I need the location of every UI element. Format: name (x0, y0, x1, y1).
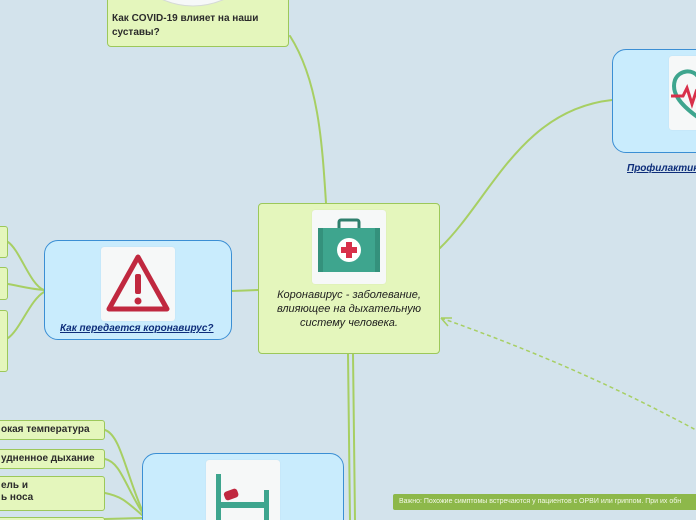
central-icon-card (312, 210, 386, 284)
connector-symptoms-leaf-1 (104, 429, 143, 511)
connector-central-top (289, 35, 327, 204)
symptoms-icon-card (206, 460, 280, 520)
transmission-topic-node[interactable] (44, 240, 232, 340)
symptom-leaf-2[interactable]: удненное дыхание (0, 449, 105, 469)
symptom-leaf-1[interactable]: окая температура (0, 420, 105, 440)
dashed-relation-arrow (440, 317, 452, 327)
prevention-topic-link[interactable]: Профилактика (627, 163, 696, 174)
transmission-leaf-3[interactable] (0, 310, 8, 372)
partial-image-icon (162, 0, 224, 7)
top-topic-node[interactable] (107, 0, 289, 47)
connector-central-down-1 (347, 353, 351, 520)
transmission-icon-card (101, 247, 175, 321)
connector-central-down-2 (352, 353, 356, 520)
symptom-leaf-3[interactable]: ель и ь носа (0, 476, 105, 511)
connector-central-transmission (231, 289, 259, 292)
transmission-leaf-1[interactable] (0, 226, 8, 258)
heart-pulse-icon (671, 69, 696, 119)
warning-triangle-icon (106, 254, 170, 312)
central-topic-text: Коронавирус - заболевание, влияющее на д… (276, 289, 422, 329)
connector-transmission-leaf-2 (7, 283, 45, 291)
transmission-topic-link[interactable]: Как передается коронавирус? (60, 323, 214, 334)
connector-symptoms-leaf-4 (104, 517, 143, 520)
connector-symptoms-leaf-2 (104, 458, 143, 513)
prevention-topic-node[interactable] (612, 49, 696, 153)
first-aid-kit-icon (318, 218, 380, 272)
connector-central-prevention (439, 99, 613, 249)
dashed-relation-line (440, 317, 696, 431)
top-topic-text: Как COVID-19 влияет на наши суставы? (112, 13, 259, 38)
connector-transmission-leaf-3 (7, 291, 45, 339)
transmission-leaf-2[interactable] (0, 267, 8, 300)
note-bar[interactable]: Важно: Похожие симптомы встречаются у па… (393, 494, 696, 510)
prevention-icon-card (669, 56, 696, 130)
hospital-bed-icon (216, 474, 269, 520)
connector-symptoms-leaf-3 (104, 492, 143, 516)
symptoms-topic-node[interactable] (142, 453, 344, 520)
central-topic-node[interactable] (258, 203, 440, 354)
symptom-leaf-4[interactable] (0, 517, 105, 520)
connector-transmission-leaf-1 (7, 241, 45, 291)
